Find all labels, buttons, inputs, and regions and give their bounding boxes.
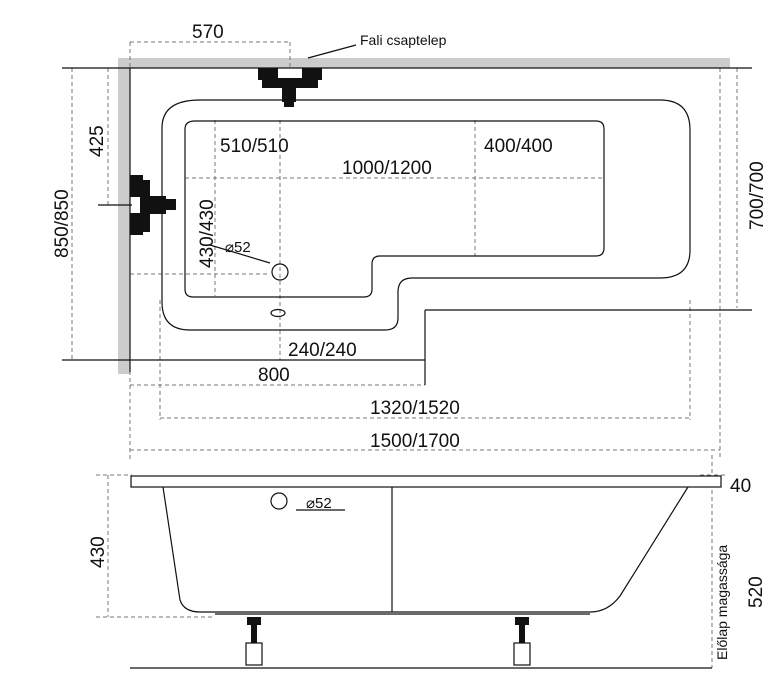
dim-850: 850/850	[52, 189, 73, 258]
tub-basin-top	[184, 120, 605, 298]
dim-240: 240/240	[288, 340, 357, 361]
leg-right	[513, 617, 531, 666]
drain-leader	[209, 244, 271, 264]
dim-425: 425	[87, 125, 108, 157]
dim-510: 510/510	[220, 136, 289, 157]
tub-rim	[130, 475, 722, 488]
dim-400: 400/400	[484, 136, 553, 157]
back-wall	[118, 58, 730, 68]
dim-1320: 1320/1520	[370, 398, 460, 419]
dim-diameter-top: ⌀52	[225, 239, 251, 256]
faucet-label: Fali csaptelep	[360, 32, 447, 48]
faucet-top	[258, 68, 322, 107]
top-view-dimension-lines	[71, 41, 738, 460]
tub-body-side	[162, 486, 689, 613]
dim-700: 700/700	[747, 161, 768, 230]
front-height-label: Előlap magassága	[714, 545, 730, 660]
dim-800: 800	[258, 365, 290, 386]
side-view-dimension-lines	[96, 455, 725, 668]
overflow-ellipse	[270, 308, 286, 318]
dim-520: 520	[746, 576, 767, 608]
dim-430-side: 430	[88, 536, 109, 568]
dim-570: 570	[192, 22, 224, 43]
dim-40: 40	[730, 476, 751, 497]
overflow-side	[270, 492, 288, 510]
tub-outline-top	[161, 99, 691, 331]
dim-1000: 1000/1200	[342, 158, 432, 179]
dim-diameter-side: ⌀52	[306, 495, 332, 512]
leg-left	[245, 617, 263, 666]
side-wall	[118, 58, 130, 374]
dim-430-vertical: 430/430	[197, 199, 218, 268]
dim-1500: 1500/1700	[370, 431, 460, 452]
faucet-side	[130, 175, 176, 235]
faucet-leader	[307, 44, 357, 59]
drain-circle	[271, 263, 289, 281]
